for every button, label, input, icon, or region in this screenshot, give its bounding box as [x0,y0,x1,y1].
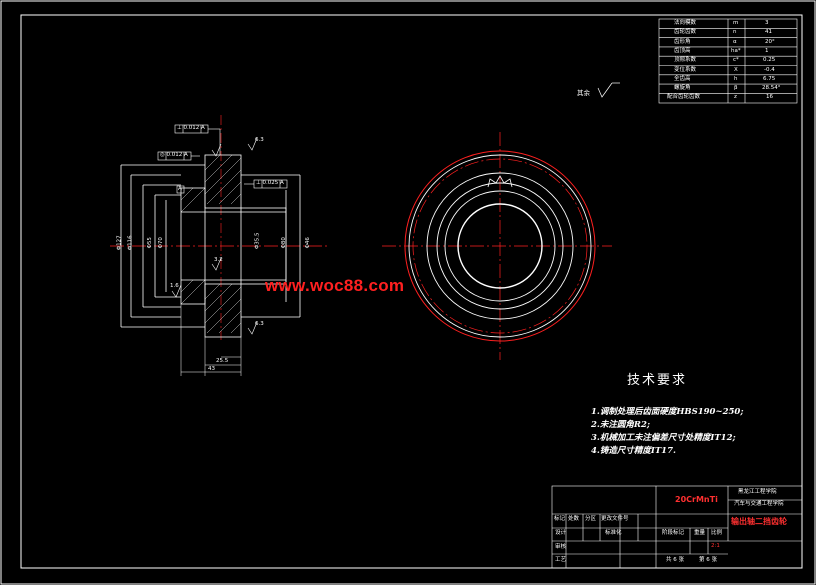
requirement-item: 3.机械加工未注偏差尺寸处精度IT12; [591,433,736,443]
param-symbol: z [734,94,737,100]
tb-label: 处数 [568,516,580,522]
tolerance-frame-text: ⊥ 0.012 A [177,125,205,131]
tb-label: 标准化 [605,530,622,536]
roughness-value: 6.3 [255,321,264,327]
part-name: 输出轴二挡齿轮 [731,517,787,526]
front-view [382,132,612,360]
tb-label: 工艺 [555,557,567,563]
technical-requirements-title: 技术要求 [627,373,688,388]
param-symbol: β [734,85,738,91]
param-symbol: h [734,76,738,82]
param-value: 20° [765,39,775,45]
requirement-item: 2.未注圆角R2; [591,420,650,430]
dim-shaft: Φ35.5 [254,232,261,250]
param-value: 3 [765,20,769,26]
roughness-value: 1.6 [170,283,179,289]
dim-bore: Φ55 [146,237,153,249]
scale-value: 2:1 [711,543,720,549]
param-name: 法向模数 [674,20,697,26]
tb-label: 审核 [555,544,567,550]
roughness-value: 6.3 [255,137,264,143]
tb-label: 设计 [555,530,567,536]
tb-label: 分区 [585,516,597,522]
requirement-item: 1.调制处理后齿面硬度HBS190~250; [591,407,744,417]
roughness-value: 3.2 [214,257,223,263]
surface-note-text: 其余 [577,89,590,97]
param-value: 16 [766,94,773,100]
param-name: 齿顶高 [674,48,691,54]
dim-body: Φ80 [280,237,287,249]
param-symbol: n [733,29,737,35]
param-value: 28.54° [762,85,781,91]
param-name: 齿轮齿数 [674,29,697,35]
tolerance-frame-text: ◎ 0.012 A [160,152,188,158]
school-name: 黑龙江工程学院 [738,489,777,495]
surface-roughness-symbol [597,82,620,98]
requirement-item: 4.铸造尺寸精度IT17. [591,446,676,456]
param-name: 变位系数 [674,67,697,73]
param-symbol: ha* [731,48,741,54]
param-value: 6.75 [763,76,776,82]
param-value: 41 [765,29,772,35]
sheet-border-inner [20,14,803,569]
dim-tip: Φ116 [127,235,134,251]
dim-length-inner: 25.5 [216,358,229,364]
param-name: 全齿高 [674,76,691,82]
sheet-count: 共 6 张 [666,557,684,563]
tb-label: 阶段标记 [662,530,685,536]
datum-label: A [178,186,182,192]
param-symbol: c* [733,57,739,63]
param-symbol: m [733,20,739,26]
material-text: 20CrMnTi [675,495,718,504]
dim-length-total: 43 [208,366,215,372]
param-value: -0.4 [764,67,775,73]
param-name: 齿形角 [674,39,691,45]
param-name: 配合齿轮齿数 [667,94,701,100]
dim-right: Φ46 [304,237,311,249]
param-symbol: X [734,67,738,73]
title-block [551,485,803,569]
tb-label: 标记 [554,516,566,522]
gear-parameter-table [658,18,798,104]
sheet-number: 第 6 张 [699,557,717,563]
param-name: 顶隙系数 [674,57,697,63]
param-value: 1 [765,48,769,54]
dim-hub: Φ70 [157,237,164,249]
tb-label: 比例 [711,530,723,536]
watermark-text[interactable]: www.woc88.com [265,276,405,295]
param-name: 螺旋角 [674,85,691,91]
school-dept: 汽车与交通工程学院 [734,501,784,507]
param-value: 0.25 [763,57,776,63]
tb-label: 更改文件号 [601,516,629,522]
dim-outer: Φ127 [116,235,123,251]
tolerance-frame-text: ⊥ 0.025 A [256,180,284,186]
tb-label: 重量 [694,530,706,536]
param-symbol: α [733,39,737,45]
section-view [110,115,328,376]
